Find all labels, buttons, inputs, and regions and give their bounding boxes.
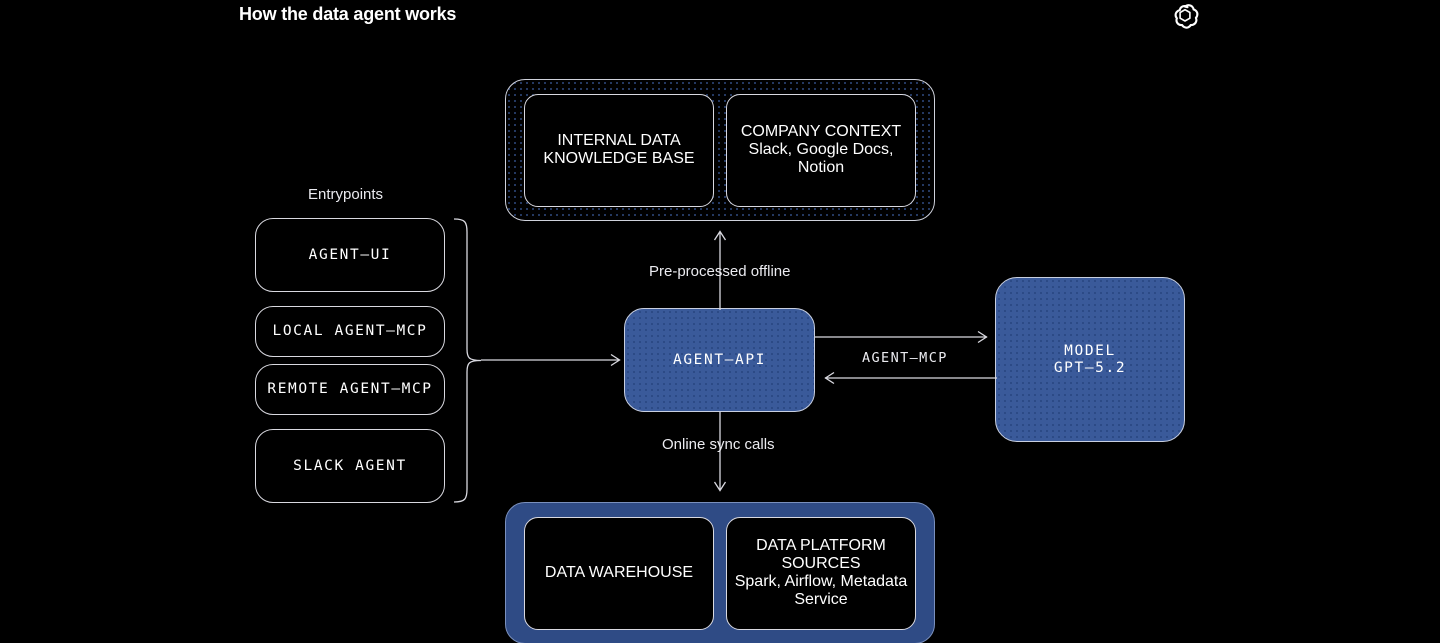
data-platform-sources-sublabel: Spark, Airflow, Metadata Service	[734, 573, 908, 608]
entrypoints-caption: Entrypoints	[308, 186, 384, 203]
arrow-model-to-agent-api	[815, 370, 997, 391]
arrow-agent-api-to-model	[815, 329, 997, 350]
page-title: How the data agent works	[239, 4, 457, 24]
agent-api-node[interactable]: AGENT–API	[624, 308, 815, 412]
arrow-agent-api-to-knowledge	[712, 228, 728, 315]
arrow-entrypoints-to-agent-api	[481, 352, 629, 373]
connector-label-agent-mcp: AGENT–MCP	[862, 350, 948, 366]
company-context-label: COMPANY CONTEXT	[740, 123, 902, 140]
entrypoint-agent-ui-label: AGENT–UI	[308, 246, 392, 263]
entrypoint-slack-agent-label: SLACK AGENT	[293, 457, 407, 474]
connector-label-preprocessed-offline: Pre-processed offline	[649, 263, 791, 280]
data-warehouse-label: DATA WAREHOUSE	[544, 564, 694, 581]
entrypoint-remote-agent-mcp-label: REMOTE AGENT–MCP	[267, 381, 433, 397]
model-node[interactable]: MODEL GPT–5.2	[995, 277, 1185, 442]
internal-data-knowledge-base-box[interactable]: INTERNAL DATA KNOWLEDGE BASE	[524, 93, 714, 207]
company-context-box[interactable]: COMPANY CONTEXT Slack, Google Docs, Noti…	[726, 93, 916, 207]
entrypoint-agent-ui[interactable]: AGENT–UI	[255, 218, 445, 292]
knowledge-container: INTERNAL DATA KNOWLEDGE BASE COMPANY CON…	[505, 79, 935, 221]
entrypoint-local-agent-mcp[interactable]: LOCAL AGENT–MCP	[255, 306, 445, 357]
company-context-sublabel: Slack, Google Docs, Notion	[748, 141, 894, 176]
entrypoint-local-agent-mcp-label: LOCAL AGENT–MCP	[272, 323, 428, 339]
connector-label-online-sync-calls: Online sync calls	[662, 436, 775, 453]
model-label: MODEL GPT–5.2	[1053, 342, 1127, 376]
arrow-agent-api-to-platform	[712, 412, 728, 499]
data-platform-container: DATA WAREHOUSE DATA PLATFORM SOURCES Spa…	[505, 502, 935, 643]
internal-data-knowledge-base-label: INTERNAL DATA KNOWLEDGE BASE	[543, 132, 695, 167]
entrypoints-group-bracket	[452, 218, 484, 503]
agent-api-label: AGENT–API	[673, 351, 766, 368]
data-warehouse-box[interactable]: DATA WAREHOUSE	[524, 516, 714, 630]
data-platform-sources-box[interactable]: DATA PLATFORM SOURCES Spark, Airflow, Me…	[726, 516, 916, 630]
openai-logo-icon	[1169, 0, 1201, 32]
data-platform-sources-label: DATA PLATFORM SOURCES	[756, 537, 886, 572]
entrypoint-slack-agent[interactable]: SLACK AGENT	[255, 429, 445, 503]
entrypoint-remote-agent-mcp[interactable]: REMOTE AGENT–MCP	[255, 364, 445, 415]
